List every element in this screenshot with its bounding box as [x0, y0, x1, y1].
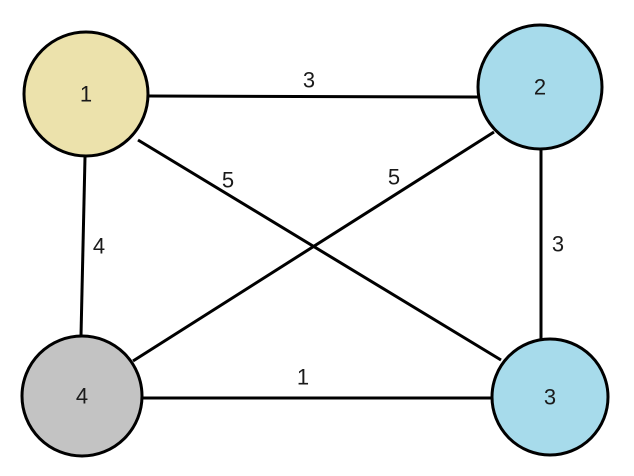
graph-node-1	[22, 30, 150, 158]
edge-layer	[79, 94, 543, 400]
graph-edge-1-2	[147, 94, 479, 99]
edge-weight-1-2: 3	[303, 68, 315, 93]
node-layer	[20, 23, 610, 458]
graph-edge-2-4	[132, 130, 495, 363]
graph-node-4	[20, 334, 144, 458]
node-label-3: 3	[544, 385, 556, 410]
graph-edge-1-4	[79, 156, 87, 337]
edge-weight-1-4: 4	[93, 234, 105, 259]
graph-node-2	[476, 23, 604, 151]
edge-weight-4-3: 1	[297, 365, 309, 390]
edge-weight-2-4: 5	[388, 165, 400, 190]
graph-node-3	[490, 337, 610, 457]
label-layer: 3 4 3 1 5 5 1 2 3 4	[76, 68, 564, 410]
node-label-2: 2	[534, 75, 546, 100]
graph-edge-1-3	[137, 138, 502, 362]
edge-weight-1-3: 5	[222, 168, 234, 193]
node-label-1: 1	[80, 82, 92, 107]
edge-weight-2-3: 3	[552, 232, 564, 257]
node-label-4: 4	[76, 384, 88, 409]
